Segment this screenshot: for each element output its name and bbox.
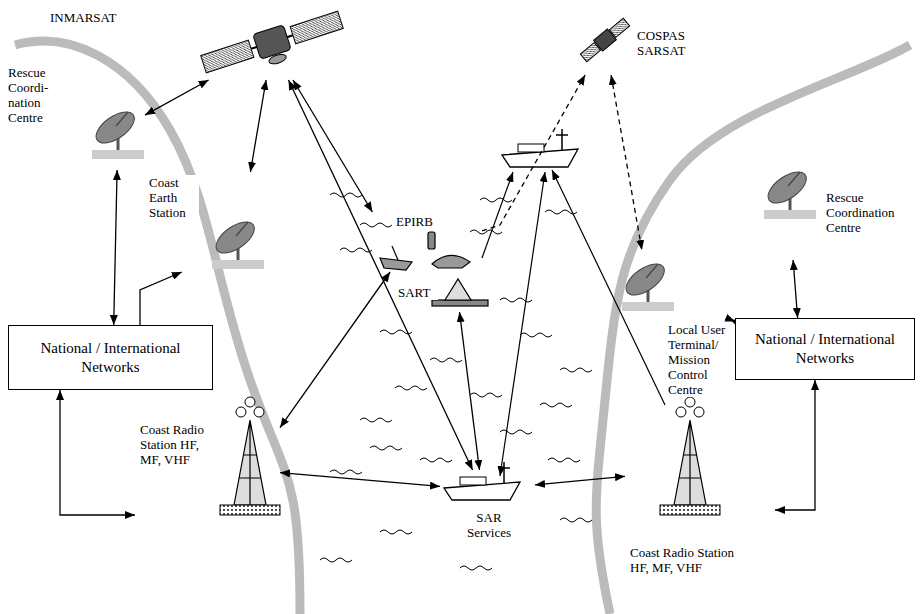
label-text: EPIRB [396, 214, 441, 229]
wave [548, 458, 580, 462]
satellite-link [611, 75, 642, 250]
wave [360, 418, 392, 422]
wave [395, 386, 427, 390]
comm-link [280, 272, 390, 428]
wave [560, 368, 592, 372]
station-label: Coast Earth Station [145, 172, 270, 272]
comm-link [60, 390, 135, 515]
wave [320, 558, 352, 562]
satellite-label: COSPAS SARSAT [575, 10, 705, 75]
comm-link [775, 380, 815, 510]
station-label: Rescue Coordi- nation Centre [5, 62, 145, 170]
wave [340, 248, 372, 252]
comm-link [289, 80, 473, 470]
station-label: Coast Radio Station HF, MF, VHF [625, 395, 775, 590]
label-text: SAR Services [458, 510, 520, 540]
label-text: National / International Networks [17, 339, 204, 377]
wave [360, 223, 392, 227]
ship-label: SAR Services [440, 470, 535, 550]
beacon-label: EPIRB [370, 212, 482, 272]
network-box: National / International Networks [8, 325, 213, 390]
label-text: INMARSAT [50, 10, 140, 25]
label-text: Rescue Coordi- nation Centre [8, 65, 62, 125]
wave [470, 393, 502, 397]
comm-link [793, 260, 798, 318]
wave [330, 193, 362, 197]
network-box: National / International Networks [735, 318, 915, 380]
label-text: National / International Networks [744, 330, 906, 368]
wave [470, 230, 502, 234]
wave [430, 358, 462, 362]
wave [460, 566, 492, 570]
label-text: Coast Earth Station [149, 175, 199, 220]
station-label: Coast Radio Station HF, MF, VHF [135, 400, 280, 525]
label-text: Coast Radio Station HF, MF, VHF [140, 422, 206, 467]
wave [380, 530, 412, 534]
wave [500, 430, 532, 434]
wave [560, 518, 592, 522]
wave [540, 403, 572, 407]
comm-link [114, 170, 117, 325]
satellite-link [482, 75, 585, 231]
comm-link [250, 80, 266, 172]
comm-link [280, 473, 440, 487]
satellite-label: INMARSAT [45, 5, 350, 80]
comm-link [145, 80, 209, 115]
wave [330, 470, 362, 474]
label-text: Coast Radio Station HF, MF, VHF [630, 545, 748, 575]
comm-link [140, 272, 182, 325]
station-label: Local User Terminal/ Mission Control Cen… [620, 250, 730, 400]
wave [520, 333, 552, 337]
label-text: COSPAS SARSAT [637, 28, 703, 58]
label-text: Rescue Coordination Centre [826, 190, 912, 235]
wave [420, 458, 452, 462]
comm-link [535, 476, 625, 485]
comm-link [460, 312, 480, 470]
comm-link [293, 80, 372, 212]
wave [500, 298, 532, 302]
station-label: Rescue Coordination Centre [760, 150, 915, 260]
label-text: Local User Terminal/ Mission Control Cen… [668, 322, 728, 397]
wave [480, 198, 512, 202]
wave [370, 446, 402, 450]
label-text: SART [398, 285, 438, 300]
transponder-label: SART [395, 276, 490, 312]
